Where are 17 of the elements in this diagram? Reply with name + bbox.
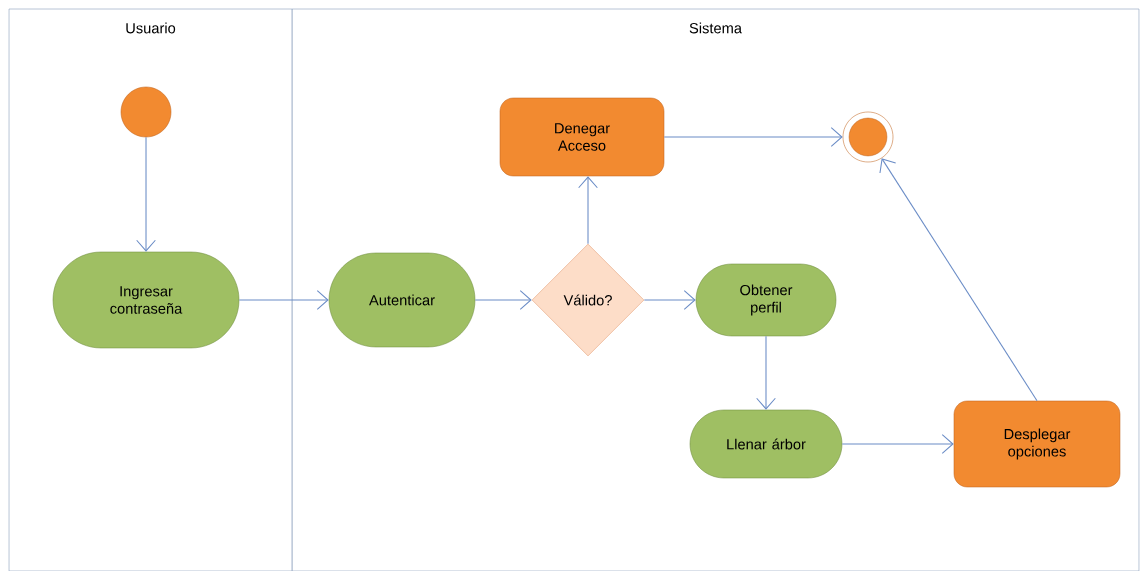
arrow [879,158,1038,402]
action-box: Desplegar opciones [953,400,1121,488]
arrow [136,136,156,252]
arrow [841,434,954,454]
action-box: Autenticar [328,252,476,348]
arrow [663,127,843,147]
action-box: Ingresar contraseña [52,251,240,349]
end-circle [842,111,894,163]
arrow [578,176,598,245]
action-box: Denegar Acceso [499,97,665,177]
arrow [643,290,696,310]
action-box: Llenar árbor [689,409,843,479]
arrow [474,290,532,310]
arrow [238,290,329,310]
arrow [756,335,776,410]
start-circle [120,86,172,138]
action-box: Obtener perfil [695,263,837,337]
